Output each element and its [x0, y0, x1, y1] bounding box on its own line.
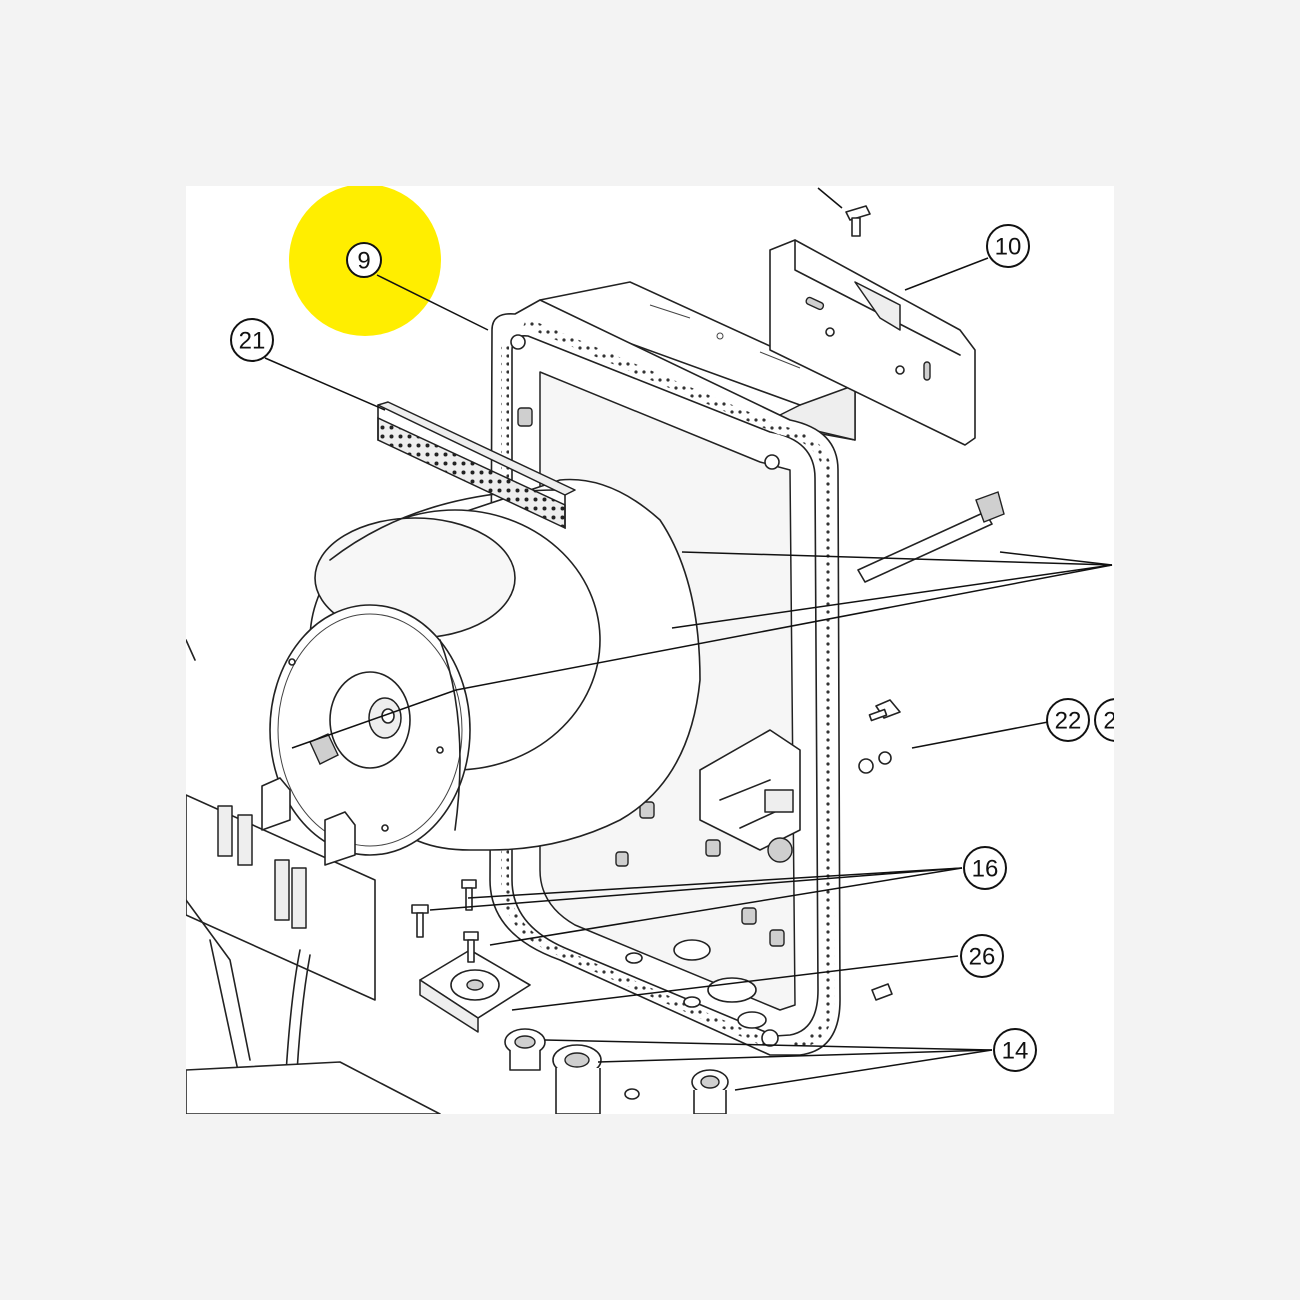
mounting-plate [769, 205, 976, 446]
leader-lines [264, 187, 1113, 1091]
callout-14-label: 14 [1002, 1038, 1029, 1065]
callout-21[interactable]: 21 [230, 318, 274, 362]
callout-22-label: 22 [1055, 708, 1082, 735]
cable-glands [504, 1028, 729, 1114]
connector-strip [377, 401, 576, 530]
callout-14[interactable]: 14 [993, 1028, 1037, 1072]
screws-right [858, 699, 901, 1001]
callout-26-label: 26 [969, 944, 996, 971]
callout-10-label: 10 [995, 234, 1022, 261]
circuit-board [186, 639, 441, 1114]
callout-16-label: 16 [972, 856, 999, 883]
callout-9-label: 9 [357, 248, 370, 275]
callout-22[interactable]: 22 [1046, 698, 1090, 742]
callout-21-label: 21 [239, 328, 266, 355]
screws-lower [411, 879, 479, 963]
callout-2-partial[interactable]: 2 [1094, 698, 1137, 742]
callout-2-partial-label: 2 [1103, 708, 1116, 735]
callout-9[interactable]: 9 [346, 242, 382, 278]
callout-16[interactable]: 16 [963, 846, 1007, 890]
callout-10[interactable]: 10 [986, 224, 1030, 268]
callout-26[interactable]: 26 [960, 934, 1004, 978]
blower-motor [269, 478, 1005, 856]
cooling-fan [419, 949, 531, 1033]
